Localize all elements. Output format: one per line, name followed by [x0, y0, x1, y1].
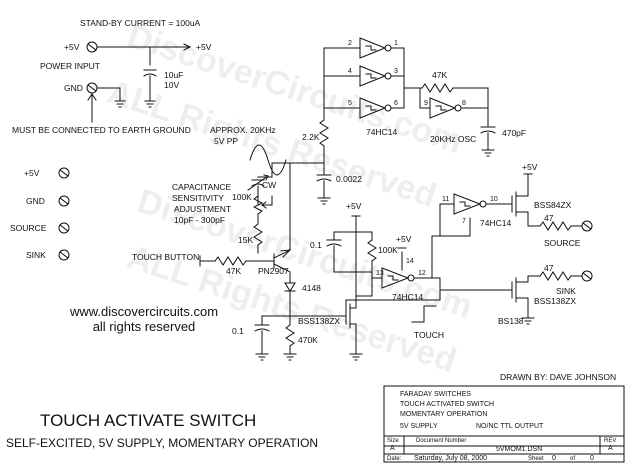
label-c-470p: 470pF [502, 128, 527, 138]
label-gnd-in: GND [64, 83, 83, 93]
label-term-source: SOURCE [10, 223, 47, 233]
pin-label: 5 [348, 100, 352, 107]
pin-label: 11 [442, 196, 450, 203]
title-block-rev-value: A [608, 445, 613, 452]
page-subtitle: SELF-EXCITED, 5V SUPPLY, MOMENTARY OPERA… [6, 436, 319, 450]
label-term-sink: SINK [26, 250, 46, 260]
terminal-block [58, 167, 70, 261]
label-ic-mid: 74HC14 [392, 292, 424, 302]
touch-pulse-symbol [411, 305, 437, 323]
label-c-01-left: 0.1 [232, 326, 244, 336]
pin-label: 12 [418, 270, 426, 277]
label-cw: CW [262, 180, 277, 190]
website-url: www.discovercircuits.com [69, 304, 219, 319]
label-r-47k-top: 47K [432, 70, 448, 80]
latch-section [326, 215, 471, 361]
page-title: TOUCH ACTIVATE SWITCH [40, 411, 257, 430]
label-r-2k2: 2.2K [302, 132, 320, 142]
label-plus5v-out: +5V [196, 42, 212, 52]
title-block-of-value: 0 [590, 455, 594, 462]
title-block-line5: NO/NC TTL OUTPUT [476, 423, 544, 430]
power-input-section [86, 41, 191, 123]
title-block-size-label: Size [387, 438, 399, 444]
pin-label: 13 [376, 270, 384, 277]
label-bss138-left: BSS138ZX [298, 316, 341, 326]
title-block-rev-label: REV [604, 438, 617, 444]
label-bss138-right: BSS138ZX [534, 296, 577, 306]
label-power-input: POWER INPUT [40, 61, 100, 71]
pin-label: 7 [462, 218, 466, 225]
title-block-size-value: A [390, 445, 395, 452]
label-drawn-by: DRAWN BY: DAVE JOHNSON [500, 372, 617, 382]
label-cap-10uf: 10uF [164, 70, 184, 80]
pin-label: 3 [394, 68, 398, 75]
title-block-line1: FARADAY SWITCHES [400, 391, 471, 398]
label-term-gnd: GND [26, 196, 45, 206]
title-block-sheet-value: 0 [552, 455, 556, 462]
label-approx: APPROX. 20KHz [210, 125, 276, 135]
label-bss84: BSS84ZX [534, 200, 572, 210]
label-touch-button: TOUCH BUTTON [132, 252, 200, 262]
rights-text: all rights reserved [92, 319, 196, 334]
label-plus5v-mid: +5V [346, 201, 362, 211]
label-c-0022: 0.0022 [336, 174, 362, 184]
label-cap-sens-2: SENSITIVITY [172, 193, 224, 203]
label-r-15k: 15K [238, 235, 254, 245]
pin-label: 8 [462, 100, 466, 107]
output-stage [439, 173, 593, 325]
pin-label: 14 [406, 258, 414, 265]
title-block-line3: MOMENTARY OPERATION [400, 411, 488, 418]
label-d-4148: 4148 [302, 283, 321, 293]
label-r-47-sink: 47 [544, 263, 554, 273]
label-cap-sens-4: 10pF - 300pF [174, 215, 226, 225]
label-ic-right: 74HC14 [480, 218, 512, 228]
label-earth-note: MUST BE CONNECTED TO EARTH GROUND [12, 125, 191, 135]
label-sink-out: SINK [556, 286, 576, 296]
label-pn2907: PN2907 [258, 266, 289, 276]
label-plus5v-right: +5V [522, 162, 538, 172]
title-block-line4: 5V SUPPLY [400, 423, 438, 430]
label-osc: 20KHz OSC [430, 134, 477, 144]
label-ic-top: 74HC14 [366, 127, 398, 137]
label-r-47k-touch: 47K [226, 266, 242, 276]
label-source-out: SOURCE [544, 238, 581, 248]
label-bs138: BS138 [498, 316, 524, 326]
title-block-sheet-label: Sheet [528, 456, 544, 462]
label-touch: TOUCH [414, 330, 445, 340]
label-r-470k: 470K [298, 335, 318, 345]
label-r-100k-mid: 100K [378, 245, 398, 255]
pin-label: 1 [394, 40, 398, 47]
label-pp: 5V PP [214, 136, 239, 146]
title-block-of-label: of [570, 456, 576, 462]
label-c-01-mid: 0.1 [310, 240, 322, 250]
label-plus5v-in: +5V [64, 42, 80, 52]
sense-network [199, 162, 347, 361]
label-term-5v: +5V [24, 168, 40, 178]
title-block-docnum-label: Document Number [416, 438, 467, 444]
title-block-docnum-value: 5VMOM1.DSN [496, 446, 543, 453]
label-cap-sens-1: CAPACITANCE [172, 182, 232, 192]
label-cap-sens-3: ADJUSTMENT [174, 204, 232, 214]
pin-label: 2 [348, 40, 352, 47]
label-pot-100k: 100K [232, 192, 252, 202]
pin-label: 9 [424, 100, 428, 107]
title-block-frame [383, 385, 625, 463]
title-block-date-label: Date: [387, 456, 402, 462]
label-standby: STAND-BY CURRENT = 100uA [80, 18, 201, 28]
title-block-line2: TOUCH ACTIVATED SWITCH [400, 401, 495, 408]
oscillator-section [249, 37, 496, 205]
label-r-47-source: 47 [544, 213, 554, 223]
label-plus5v-ic: +5V [396, 234, 412, 244]
pin-label: 4 [348, 68, 352, 75]
pin-label: 6 [394, 100, 398, 107]
label-cap-10v: 10V [164, 80, 180, 90]
title-block-date-value: Saturday, July 08, 2000 [414, 455, 488, 462]
pin-label: 10 [490, 196, 498, 203]
